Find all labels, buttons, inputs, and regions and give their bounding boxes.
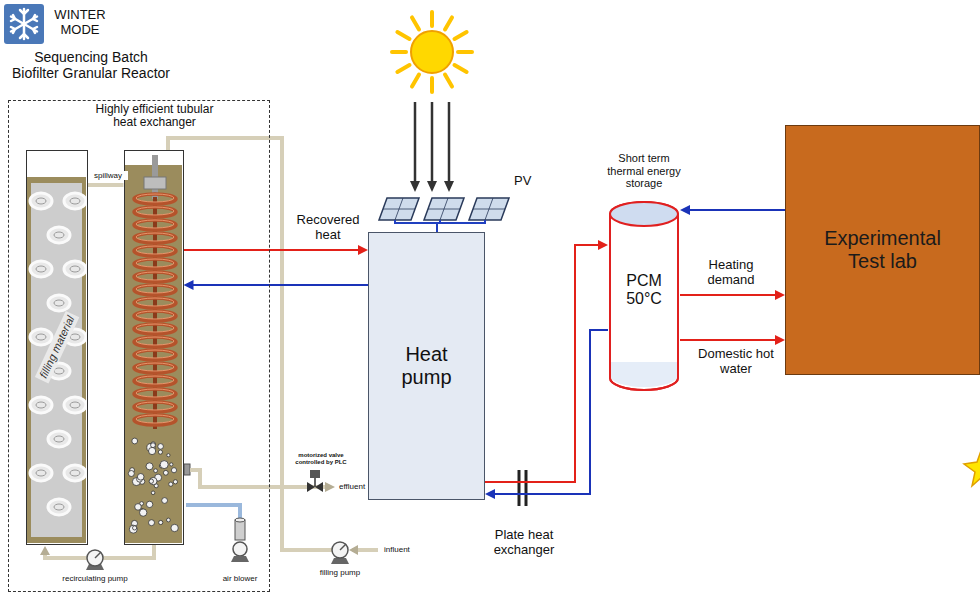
effluent-pipe bbox=[184, 464, 335, 492]
connector-line bbox=[184, 249, 361, 251]
edge-label: Recovered heat bbox=[290, 213, 366, 243]
node-box: filling material bbox=[26, 150, 88, 545]
connector-line bbox=[192, 284, 369, 286]
sun-symbol-partial bbox=[964, 448, 980, 486]
label-text: influent bbox=[384, 545, 410, 554]
node-text: Experimental Test lab bbox=[822, 227, 944, 273]
node-heading: Short term thermal energy storage bbox=[603, 152, 685, 190]
winter-icon bbox=[4, 4, 44, 44]
label-text: recirculating pump bbox=[50, 574, 140, 583]
node-illustration bbox=[125, 151, 182, 543]
arrowhead bbox=[184, 280, 194, 290]
node-box: Sequencing Batch Biofilter Granular Reac… bbox=[8, 100, 270, 592]
node-box: PV bbox=[372, 172, 532, 224]
label-text: air blower bbox=[212, 574, 268, 583]
connector bbox=[184, 245, 369, 255]
filling-pump-symbol bbox=[331, 542, 349, 564]
node-text: Sequencing Batch Biofilter Granular Reac… bbox=[11, 49, 171, 81]
edge-label: spillway bbox=[88, 171, 128, 180]
connector-line bbox=[680, 294, 777, 296]
node-text: Highly efficient tubular heat exchanger bbox=[85, 103, 225, 131]
label-text: filling pump bbox=[312, 568, 368, 577]
arrowhead bbox=[598, 240, 608, 250]
arrowhead bbox=[358, 245, 368, 255]
arrowhead bbox=[775, 290, 785, 300]
plate-heat-exchanger-symbol bbox=[519, 470, 526, 506]
arrowhead bbox=[485, 489, 495, 499]
node-box: Heat pump bbox=[368, 232, 485, 500]
label-text: effluent bbox=[339, 482, 365, 491]
label-text: WINTER MODE bbox=[50, 8, 110, 38]
connector-line bbox=[436, 224, 438, 232]
sun-symbol bbox=[392, 12, 472, 92]
connector-line bbox=[493, 330, 608, 494]
node-illustration bbox=[372, 172, 532, 224]
edge-label: Heating demand bbox=[698, 258, 764, 288]
node-text: PCM 50°C bbox=[619, 272, 669, 309]
node-box: Experimental Test lab bbox=[785, 125, 980, 375]
connector-line bbox=[688, 209, 785, 211]
connector bbox=[184, 280, 369, 290]
arrowhead bbox=[680, 205, 690, 215]
node-text: PV bbox=[514, 174, 531, 189]
connector bbox=[680, 290, 785, 300]
arrowhead bbox=[775, 335, 785, 345]
air-blower-symbol bbox=[186, 505, 249, 562]
influent-pipe bbox=[168, 138, 378, 550]
motorized-valve-symbol bbox=[307, 470, 323, 492]
connector-line bbox=[485, 245, 600, 482]
connector bbox=[437, 224, 438, 232]
connector bbox=[485, 330, 608, 499]
label-text: Plate heat exchanger bbox=[486, 528, 562, 558]
connector bbox=[680, 335, 785, 345]
edge-label: Domestic hot water bbox=[690, 347, 782, 377]
sunlight-arrows bbox=[410, 102, 454, 192]
recirculation-pipe bbox=[40, 545, 154, 570]
node-text: Heat pump bbox=[387, 343, 467, 389]
connector bbox=[680, 205, 785, 215]
connector-line bbox=[680, 339, 777, 341]
pipe-arrowhead bbox=[349, 545, 358, 555]
connector-line bbox=[88, 183, 124, 187]
label-text: motorized valve controlled by PLC bbox=[290, 452, 352, 466]
node-box: Highly efficient tubular heat exchanger bbox=[124, 150, 184, 545]
connector bbox=[88, 185, 124, 186]
node-box: Short term thermal energy storagePCM 50°… bbox=[608, 200, 680, 392]
